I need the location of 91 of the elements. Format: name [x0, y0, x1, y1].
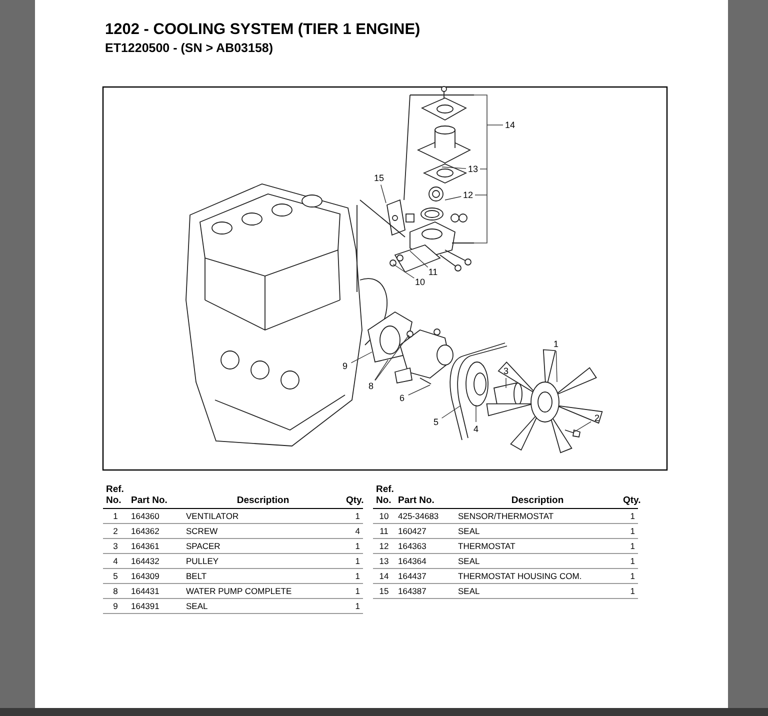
page-subtitle: ET1220500 - (SN > AB03158) — [105, 41, 274, 55]
leader-line — [441, 406, 460, 418]
column-header: Description — [183, 476, 343, 508]
callout-number: 6 — [400, 393, 404, 403]
description: SEAL — [183, 598, 343, 614]
leader-line — [350, 352, 372, 364]
leader-line — [574, 421, 592, 432]
part-number: 164360 — [128, 508, 183, 524]
quantity: 1 — [620, 538, 638, 554]
callout-number: 8 — [368, 381, 374, 391]
quantity: 1 — [620, 508, 638, 524]
part-number: 160427 — [395, 524, 455, 538]
quantity: 1 — [620, 554, 638, 568]
leader-line — [480, 168, 488, 170]
column-header: Qty. — [620, 476, 638, 508]
description: SENSOR/THERMOSTAT — [455, 508, 620, 524]
leader-line — [486, 124, 504, 126]
description: SEAL — [455, 524, 620, 538]
callout-number: 3 — [504, 366, 508, 376]
quantity: 1 — [620, 584, 638, 598]
leader-line — [380, 184, 386, 204]
callout-number: 1 — [554, 339, 558, 349]
page-title: 1202 - COOLING SYSTEM (TIER 1 ENGINE) — [105, 21, 420, 39]
description: SPACER — [183, 538, 343, 554]
quantity: 1 — [343, 508, 363, 524]
callout-number: 10 — [415, 277, 425, 287]
ref-number: 11 — [373, 524, 395, 538]
description: THERMOSTAT HOUSING COM. — [455, 568, 620, 584]
description: SCREW — [183, 524, 343, 538]
quantity: 1 — [343, 598, 363, 614]
part-number: 164364 — [395, 554, 455, 568]
leader-line — [442, 166, 466, 169]
part-number: 164391 — [128, 598, 183, 614]
leader-line — [444, 196, 462, 200]
part-number: 164362 — [128, 524, 183, 538]
quantity: 1 — [343, 554, 363, 568]
description: THERMOSTAT — [455, 538, 620, 554]
ref-number: 14 — [373, 568, 395, 584]
leader-line — [410, 250, 428, 268]
quantity: 1 — [343, 584, 363, 598]
ref-number: 15 — [373, 584, 395, 598]
ref-number: 10 — [373, 508, 395, 524]
column-header: Ref. No. — [103, 476, 128, 508]
ref-number: 9 — [103, 598, 128, 614]
callout-number: 5 — [434, 417, 438, 427]
leader-line — [392, 264, 415, 278]
ref-number: 8 — [103, 584, 128, 598]
column-header: Ref. No. — [373, 476, 395, 508]
quantity: 1 — [343, 538, 363, 554]
part-number: 164437 — [395, 568, 455, 584]
description: WATER PUMP COMPLETE — [183, 584, 343, 598]
column-header: Description — [455, 476, 620, 508]
part-number: 164361 — [128, 538, 183, 554]
column-header: Qty. — [343, 476, 363, 508]
ref-number: 2 — [103, 524, 128, 538]
callout-number: 15 — [374, 173, 384, 183]
leader-line — [374, 360, 388, 380]
quantity: 1 — [620, 524, 638, 538]
description: PULLEY — [183, 554, 343, 568]
part-number: 164309 — [128, 568, 183, 584]
description: SEAL — [455, 584, 620, 598]
ref-number: 12 — [373, 538, 395, 554]
column-header: Part No. — [128, 476, 183, 508]
callout-number: 11 — [428, 267, 438, 277]
description: SEAL — [455, 554, 620, 568]
leader-line — [374, 334, 410, 381]
quantity: 4 — [343, 524, 363, 538]
description: BELT — [183, 568, 343, 584]
ref-number: 1 — [103, 508, 128, 524]
description: VENTILATOR — [183, 508, 343, 524]
part-number: 164387 — [395, 584, 455, 598]
part-number: 425-34683 — [395, 508, 455, 524]
part-number: 164363 — [395, 538, 455, 554]
ref-number: 4 — [103, 554, 128, 568]
quantity: 1 — [620, 568, 638, 584]
ref-number: 5 — [103, 568, 128, 584]
part-number: 164431 — [128, 584, 183, 598]
quantity: 1 — [343, 568, 363, 584]
column-header: Part No. — [395, 476, 455, 508]
leader-line — [556, 350, 558, 382]
ref-number: 13 — [373, 554, 395, 568]
callout-number: 9 — [342, 361, 348, 371]
callout-number: 2 — [594, 413, 600, 423]
callout-number: 13 — [468, 164, 478, 174]
leader-line — [408, 384, 430, 396]
callout-number: 4 — [474, 424, 478, 434]
ref-number: 3 — [103, 538, 128, 554]
callout-number: 14 — [505, 120, 515, 130]
part-number: 164432 — [128, 554, 183, 568]
callout-number: 12 — [463, 190, 473, 200]
leader-line — [474, 194, 488, 196]
